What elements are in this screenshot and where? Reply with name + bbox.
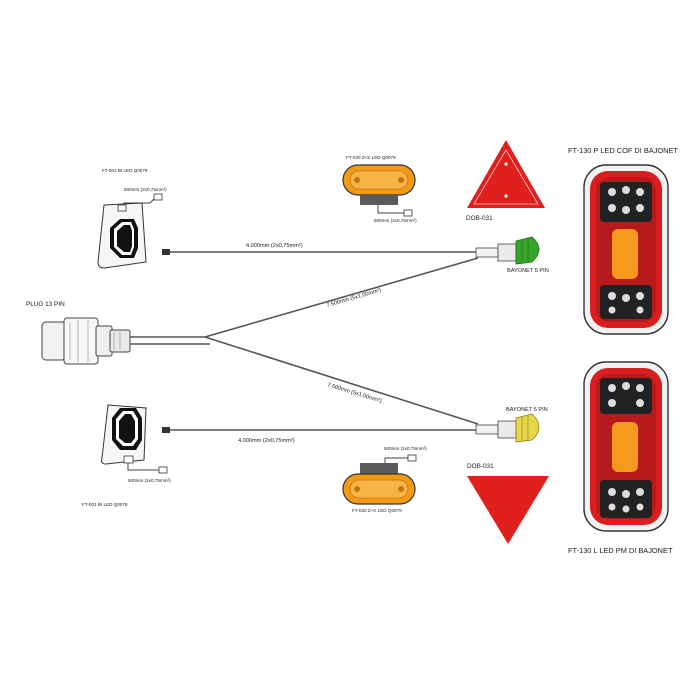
ft001-lamp-bottom — [101, 404, 147, 465]
ft130-left-label: FT-130 L LED PM DI BAJONET — [568, 546, 673, 555]
wire-ft001-bottom — [127, 462, 160, 471]
wire-ft020-bottom — [384, 457, 410, 465]
wire-diag-bottom-label: 7.500mm (5x1,00mm²) — [326, 382, 382, 404]
wire-end-bottom — [162, 427, 170, 433]
dob-top-label: DOB-031 — [466, 215, 493, 222]
dob031-triangle-top — [467, 140, 545, 208]
plug-label: PLUG 13 PIN — [26, 301, 65, 308]
ft130-right-label: FT-130 P LED COF DI BAJONET — [568, 146, 678, 155]
bayonet-bottom-label: BAYONET 5 PIN — [506, 407, 548, 413]
ft020-bottom-label: FT-020 Z+K LED Q0079 — [352, 508, 402, 513]
bayonet-connector-top — [475, 236, 540, 265]
ft020-top-label: FT-020 Z+K LED Q0079 — [346, 155, 396, 160]
ft020-bottom-cable-label: 500mm (2x0,75mm²) — [384, 446, 427, 451]
ft020-top-terminal — [403, 209, 413, 217]
ft001-top-label: FT-001 BI LED Q0079 — [102, 168, 148, 173]
ft130-lamp-left — [583, 361, 669, 532]
plug-13-pin — [41, 317, 131, 365]
wire-end-top — [162, 249, 170, 255]
bayonet-connector-bottom — [475, 413, 540, 443]
ft001-bottom-label: FT-001 BI LED Q0079 — [82, 502, 128, 507]
ft020-lamp-top — [342, 164, 416, 205]
wire-diag-bottom — [204, 336, 479, 425]
wire-bottom-side-label: 4.000mm (2x0,75mm²) — [238, 438, 295, 444]
wire-top-side-label: 4.000mm (2x0,75mm²) — [246, 243, 303, 249]
ft001-top-terminal — [153, 193, 163, 201]
ft001-bottom-cable-label: 500mm (2x0,75mm²) — [128, 478, 171, 483]
ft130-lamp-right — [583, 164, 669, 335]
wiring-harness — [123, 197, 480, 471]
wire-ft020-top — [377, 205, 405, 214]
wire-diag-top — [204, 257, 479, 338]
wire-diag-top-label: 7.500mm (5x1,00mm²) — [326, 288, 382, 309]
ft020-top-cable-label: 500mm (2x0,75mm²) — [374, 218, 417, 223]
ft001-lamp-top — [97, 202, 147, 269]
bayonet-top-label: BAYONET 5 PIN — [507, 268, 549, 274]
ft020-bottom-terminal — [407, 454, 417, 462]
dob-bottom-label: DOB-031 — [467, 463, 494, 470]
dob031-triangle-bottom — [467, 476, 549, 544]
ft020-lamp-bottom — [342, 463, 416, 505]
ft001-bottom-terminal — [158, 466, 168, 474]
ft001-top-cable-label: 500mm (2x0,75mm²) — [124, 187, 167, 192]
